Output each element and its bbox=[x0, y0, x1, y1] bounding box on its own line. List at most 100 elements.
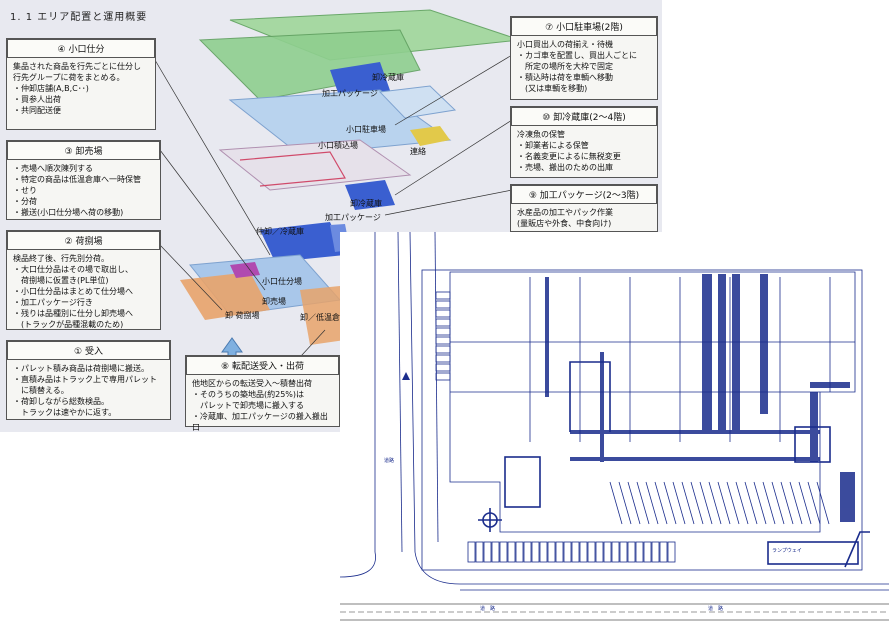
parking-stall bbox=[555, 541, 564, 563]
truck-berth-line bbox=[645, 481, 659, 525]
parking-stall bbox=[595, 541, 604, 563]
box-body: 小口買出人の荷揃え・待機 ・カゴ車を配置し、買出人ごとに 所定の場所を大枠で固定… bbox=[517, 40, 637, 93]
parking-stall bbox=[531, 541, 540, 563]
box-kakou: ⑨ 加工パッケージ(2～3階) 水産品の加工やパック作業 (量販店や外食、中食向… bbox=[510, 184, 658, 232]
area-label: 仲卸／冷蔵庫 bbox=[256, 227, 304, 236]
box-body: 他地区からの転送受入～積替出荷 ・そのうちの築地品(約25%)は パレットで卸売… bbox=[192, 379, 328, 432]
box-body: 水産品の加工やパック作業 (量販店や外食、中食向け) bbox=[517, 208, 613, 228]
plan-road-label-left: 道路 bbox=[384, 457, 394, 464]
truck-berth-line bbox=[807, 481, 821, 525]
box-body: 検品終了後、行先別分荷。 ・大口仕分品はその場で取出し、 荷捌場に仮置き(PL単… bbox=[13, 254, 133, 329]
parking-stall bbox=[571, 541, 580, 563]
loading-bay bbox=[435, 327, 451, 336]
parking-stall bbox=[587, 541, 596, 563]
box-header: ③ 卸売場 bbox=[7, 141, 160, 160]
parking-stall bbox=[659, 541, 668, 563]
parking-stall bbox=[499, 541, 508, 563]
truck-berth-line bbox=[816, 481, 830, 525]
area-label: 卸／低温倉庫 bbox=[300, 313, 348, 322]
parking-stall bbox=[491, 541, 500, 563]
truck-berth-line bbox=[762, 481, 776, 525]
scanned-diagram: 1. 1 エリア配置と運用概要 ④ 小口仕分 集品された商品を行先ごとに仕分し … bbox=[0, 0, 662, 432]
truck-berth-line bbox=[798, 481, 812, 525]
floor-plan: 道 路 道 路 道路 ランプウェイ bbox=[340, 232, 889, 630]
parking-stall bbox=[667, 541, 676, 563]
truck-berth-line bbox=[663, 481, 677, 525]
truck-berth-line bbox=[717, 481, 731, 525]
loading-bay bbox=[435, 345, 451, 354]
box-koguchi-shiwake: ④ 小口仕分 集品された商品を行先ごとに仕分し 行先グループに荷をまとめる。 ・… bbox=[6, 38, 156, 130]
parking-stall bbox=[547, 541, 556, 563]
box-header: ① 受入 bbox=[7, 341, 170, 360]
box-header: ④ 小口仕分 bbox=[7, 39, 155, 58]
area-label: 連絡 bbox=[410, 147, 426, 156]
area-label: 卸売場 bbox=[262, 297, 286, 306]
box-header: ⑩ 卸冷蔵庫(2～4階) bbox=[511, 107, 657, 126]
area-label: 小口積込場 bbox=[318, 141, 358, 150]
plan-ramp-label: ランプウェイ bbox=[772, 547, 802, 554]
area-label: 小口駐車場 bbox=[346, 125, 386, 134]
loading-bay bbox=[435, 309, 451, 318]
parking-stall bbox=[563, 541, 572, 563]
box-chusha: ⑦ 小口駐車場(2階) 小口買出人の荷揃え・待機 ・カゴ車を配置し、買出人ごとに… bbox=[510, 16, 658, 100]
box-body: ・パレット積み商品は荷捌場に搬送。 ・直積み品はトラック上で専用パレット に積替… bbox=[13, 364, 157, 417]
area-label: 加工パッケージ bbox=[325, 213, 381, 222]
floor-plan-drawing: 道 路 道 路 道路 ランプウェイ bbox=[340, 232, 889, 621]
box-header: ⑧ 転配送受入・出荷 bbox=[186, 356, 339, 375]
area-label: 卸 荷捌場 bbox=[225, 311, 260, 320]
loading-bay bbox=[435, 354, 451, 363]
box-nisabakiba: ② 荷捌場 検品終了後、行先別分荷。 ・大口仕分品はその場で取出し、 荷捌場に仮… bbox=[6, 230, 161, 330]
parking-stall bbox=[619, 541, 628, 563]
parking-stall bbox=[539, 541, 548, 563]
parking-stall bbox=[483, 541, 492, 563]
truck-berth-line bbox=[672, 481, 686, 525]
area-label: 卸冷蔵庫 bbox=[350, 199, 382, 208]
parking-stall bbox=[635, 541, 644, 563]
box-header: ⑨ 加工パッケージ(2～3階) bbox=[511, 185, 657, 204]
loading-bay bbox=[435, 318, 451, 327]
area-label: 卸冷蔵庫 bbox=[372, 73, 404, 82]
box-reizoko: ⑩ 卸冷蔵庫(2～4階) 冷凍魚の保管 ・卸業者による保管 ・名義変更によるに無… bbox=[510, 106, 658, 178]
truck-berth-line bbox=[627, 481, 641, 525]
area-label: 小口仕分場 bbox=[262, 277, 302, 286]
loading-bay bbox=[435, 363, 451, 372]
box-ukeire: ① 受入 ・パレット積み商品は荷捌場に搬送。 ・直積み品はトラック上で専用パレッ… bbox=[6, 340, 171, 420]
loading-bay bbox=[435, 372, 451, 381]
truck-berth-line bbox=[681, 481, 695, 525]
truck-berth-line bbox=[618, 481, 632, 525]
truck-berth-line bbox=[636, 481, 650, 525]
box-header: ⑦ 小口駐車場(2階) bbox=[511, 17, 657, 36]
box-oroshiuriba: ③ 卸売場 ・売場へ順次陳列する ・特定の商品は低温倉庫へ一時保管 ・せり ・分… bbox=[6, 140, 161, 220]
parking-stall bbox=[579, 541, 588, 563]
plan-road-label: 道 路 bbox=[480, 605, 495, 612]
truck-berth-line bbox=[699, 481, 713, 525]
box-tenhaiso: ⑧ 転配送受入・出荷 他地区からの転送受入～積替出荷 ・そのうちの築地品(約25… bbox=[185, 355, 340, 432]
parking-stall bbox=[467, 541, 476, 563]
parking-stall bbox=[603, 541, 612, 563]
box-body: ・売場へ順次陳列する ・特定の商品は低温倉庫へ一時保管 ・せり ・分荷 ・搬送(… bbox=[13, 164, 141, 217]
parking-stall bbox=[507, 541, 516, 563]
truck-berth-line bbox=[753, 481, 767, 525]
section-title: 1. 1 エリア配置と運用概要 bbox=[10, 12, 148, 23]
truck-berth-line bbox=[789, 481, 803, 525]
plan-road-label-2: 道 路 bbox=[708, 605, 723, 612]
truck-berth-line bbox=[771, 481, 785, 525]
parking-stall bbox=[515, 541, 524, 563]
truck-berth-line bbox=[744, 481, 758, 525]
parking-stall bbox=[523, 541, 532, 563]
parking-stall bbox=[643, 541, 652, 563]
truck-berth-line bbox=[690, 481, 704, 525]
truck-berth-line bbox=[654, 481, 668, 525]
parking-stall bbox=[475, 541, 484, 563]
area-label: 加工パッケージ bbox=[322, 89, 378, 98]
truck-berth-line bbox=[726, 481, 740, 525]
loading-bay bbox=[435, 291, 451, 300]
loading-bay bbox=[435, 300, 451, 309]
truck-berth-line bbox=[609, 481, 623, 525]
box-header: ② 荷捌場 bbox=[7, 231, 160, 250]
parking-stall bbox=[651, 541, 660, 563]
truck-berth-line bbox=[735, 481, 749, 525]
parking-stall bbox=[627, 541, 636, 563]
box-body: 冷凍魚の保管 ・卸業者による保管 ・名義変更によるに無税変更 ・売場、搬出のため… bbox=[517, 130, 621, 172]
truck-berth-line bbox=[708, 481, 722, 525]
